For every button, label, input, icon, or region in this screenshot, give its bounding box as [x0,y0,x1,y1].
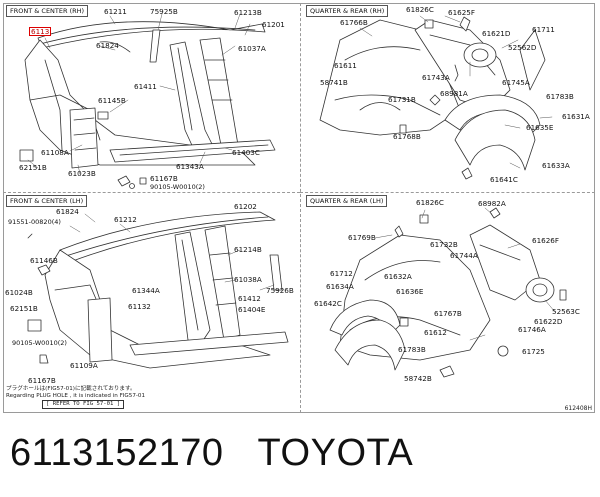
callout-61132: 61132 [128,302,151,311]
callout-61642c: 61642C [314,299,342,308]
callout-61109a: 61109A [70,361,98,370]
callout-61145b: 61145B [98,96,126,105]
callout-61746a: 61746A [518,325,546,334]
callout-61711: 61711 [532,25,555,34]
callout-61635e: 61635E [526,123,554,132]
callout-68981a: 68981A [440,89,468,98]
note-line-jp: プラグホールは(FIG57-01)に記載されております。 [6,386,136,392]
callout-61826c-lh: 61826C [416,198,444,207]
panel-divider-vertical [300,3,301,413]
fc-lh-art [27,211,289,369]
callout-61411: 61411 [134,82,157,91]
callout-61202: 61202 [234,202,257,211]
fc-rh-art [19,21,276,189]
diagram-frame [3,3,595,413]
callout-61743a: 61743A [422,73,450,82]
callout-61625f: 61625F [448,8,475,17]
callout-61766b: 61766B [340,18,368,27]
callout-61213b: 61213B [234,8,262,17]
diagram-code: 612408H [564,405,592,412]
callout-61211: 61211 [104,7,127,16]
callout-61621d: 61621D [482,29,511,38]
qr-lh-art [329,207,567,378]
panel-title-quarter-rear-rh: QUARTER & REAR (RH) [306,5,389,17]
callout-61344a: 61344A [132,286,160,295]
leader-lines [27,13,556,341]
callout-75926b: 75926B [266,286,294,295]
callout-61744a: 61744A [450,251,478,260]
panel-divider-right [300,192,595,193]
brand-name: TOYOTA [257,432,414,474]
callout-62151b: 62151B [19,163,47,172]
callout-91551-00820: 91551-00820(4) [8,218,61,226]
callout-61622d: 61622D [534,317,563,326]
callout-61037a: 61037A [238,44,266,53]
callout-61783b-lh: 61783B [398,345,426,354]
callout-61038a: 61038A [234,275,262,284]
callout-61167b-lh: 61167B [28,376,56,385]
callout-90105-w0010: 90105-W0010(2) [150,183,205,191]
callout-61214b: 61214B [234,245,262,254]
callout-61783b: 61783B [546,92,574,101]
callout-61403c: 61403C [232,148,260,157]
panel-title-front-center-rh: FRONT & CENTER (RH) [6,5,89,17]
callout-90105-w0010-lh: 90105-W0010(2) [12,339,67,347]
callout-61634a: 61634A [326,282,354,291]
callout-61167b: 61167B [150,174,178,183]
callout-61731b: 61731B [388,95,416,104]
callout-61824: 61824 [96,41,119,50]
panel-title-quarter-rear-lh: QUARTER & REAR (LH) [306,195,388,207]
part-caption: 6113152170 TOYOTA [10,432,413,475]
callout-6113[interactable]: 6113 [29,27,52,37]
callout-61201: 61201 [262,20,285,29]
callout-52562d: 52562D [508,43,537,52]
callout-61631a: 61631A [562,112,590,121]
callout-61769b: 61769B [348,233,376,242]
callout-61611: 61611 [334,61,357,70]
callout-61412: 61412 [238,294,261,303]
callout-61612: 61612 [424,328,447,337]
callout-61404e: 61404E [238,305,266,314]
part-number: 6113152170 [10,432,224,474]
callout-61732b: 61732B [430,240,458,249]
callout-61636e: 61636E [396,287,424,296]
callout-58742b: 58742B [404,374,432,383]
callout-61767b: 61767B [434,309,462,318]
parts-line-art [19,13,567,378]
callout-61641c: 61641C [490,175,518,184]
panel-divider-left [3,192,300,193]
callout-61633a: 61633A [542,161,570,170]
plug-hole-note: プラグホールは(FIG57-01)に記載されております。 Regarding P… [6,386,145,409]
callout-61108a: 61108A [41,148,69,157]
callout-61632a: 61632A [384,272,412,281]
callout-61343a: 61343A [176,162,204,171]
callout-52563c: 52563C [552,307,580,316]
callout-61212: 61212 [114,215,137,224]
callout-61023b: 61023B [68,169,96,178]
note-line-en: Regarding PLUG HOLE , it is indicated in… [6,392,146,399]
callout-58741b: 58741B [320,78,348,87]
callout-62151b-lh: 62151B [10,304,38,313]
callout-61712: 61712 [330,269,353,278]
callout-61626f: 61626F [532,236,559,245]
callout-61826c: 61826C [406,5,434,14]
callout-61745a: 61745A [502,78,530,87]
refer-to-fig-link[interactable]: [ REFER TO FIG 57-01 ] [42,399,125,409]
panel-title-front-center-lh: FRONT & CENTER (LH) [6,195,88,207]
callout-61768b: 61768B [393,132,421,141]
callout-61725: 61725 [522,347,545,356]
qr-rh-art [319,16,546,180]
callout-68982a: 68982A [478,199,506,208]
callout-75925b: 75925B [150,7,178,16]
callout-61824-lh: 61824 [56,207,79,216]
callout-61024b: 61024B [5,288,33,297]
callout-61146b: 61146B [30,256,58,265]
